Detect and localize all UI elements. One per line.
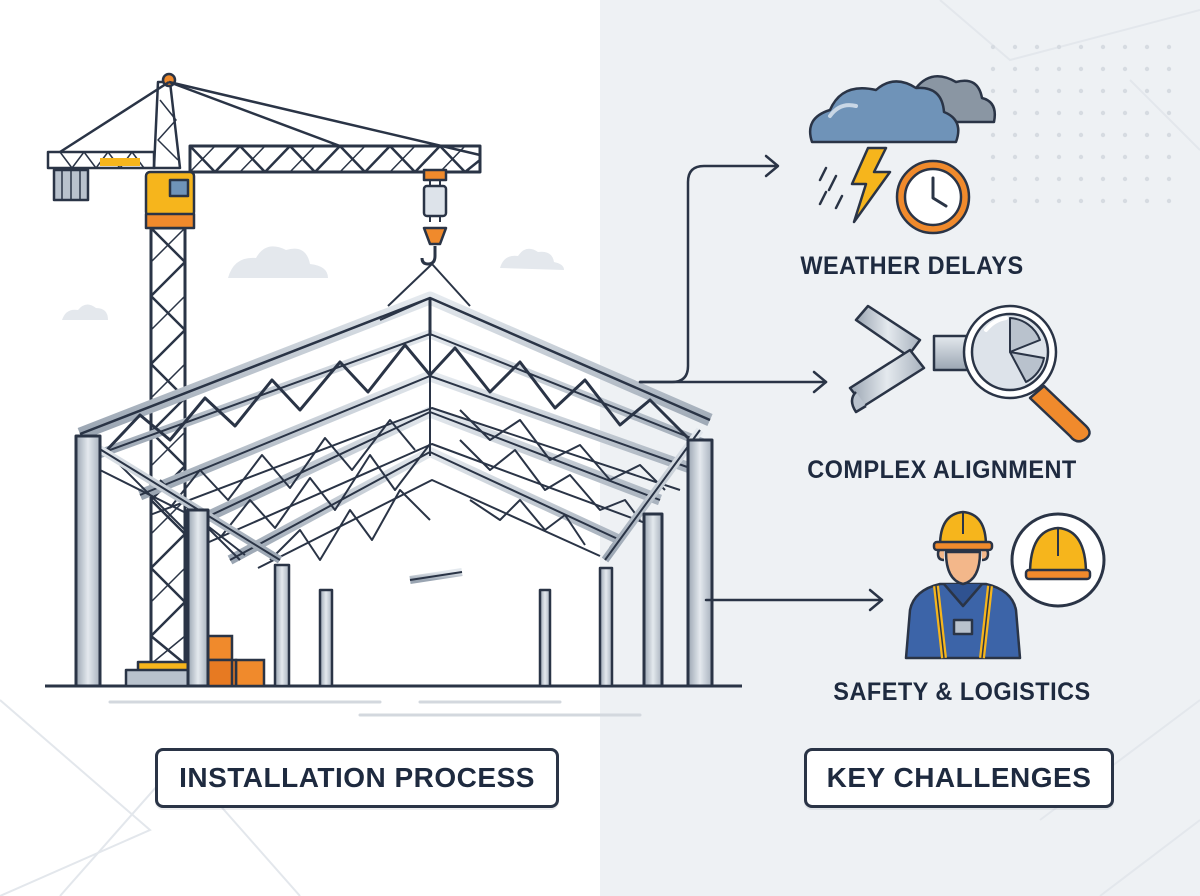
worker-hardhat-icon — [904, 510, 1106, 660]
challenge-label-weather-delays: WEATHER DELAYS — [800, 252, 1024, 280]
background-clouds — [62, 246, 564, 320]
installation-process-tag: INSTALLATION PROCESS — [155, 748, 559, 808]
connector-arrows — [638, 154, 884, 612]
installation-process-label: INSTALLATION PROCESS — [179, 762, 535, 793]
key-challenges-label: KEY CHALLENGES — [826, 762, 1092, 793]
challenge-label-safety-logistics: SAFETY & LOGISTICS — [833, 678, 1091, 706]
key-challenges-tag: KEY CHALLENGES — [804, 748, 1114, 808]
steel-frame-structure-icon — [74, 291, 714, 688]
dot-pattern — [985, 35, 1185, 205]
beam-magnifier-icon — [848, 304, 1091, 443]
storm-cloud-clock-icon — [808, 75, 996, 235]
challenge-label-complex-alignment: COMPLEX ALIGNMENT — [807, 456, 1077, 484]
